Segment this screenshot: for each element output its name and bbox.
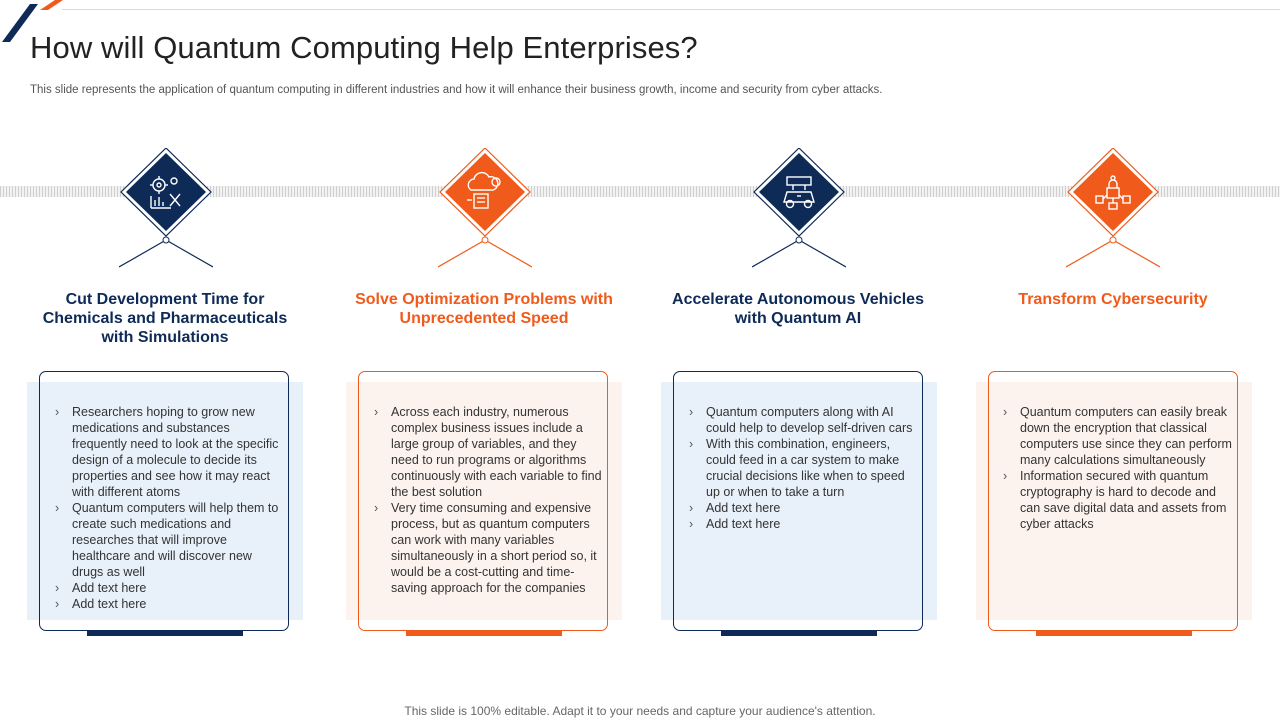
bullet-list: Quantum computers along with AI could he… bbox=[688, 404, 918, 532]
content-card bbox=[39, 371, 289, 631]
column-heading: Cut Development Time for Chemicals and P… bbox=[42, 291, 288, 346]
cyber-security-lock-icon bbox=[1066, 148, 1160, 268]
content-card bbox=[673, 371, 923, 631]
decorative-band bbox=[0, 186, 1280, 197]
bullet-list: Quantum computers can easily break down … bbox=[1002, 404, 1232, 532]
card-accent-bar bbox=[406, 631, 562, 636]
bullet-item: Add text here bbox=[54, 580, 284, 596]
autonomous-vehicle-icon bbox=[752, 148, 846, 268]
bullet-item: Quantum computers can easily break down … bbox=[1002, 404, 1232, 468]
gear-chart-tools-icon bbox=[119, 148, 213, 268]
bullet-item: Add text here bbox=[688, 500, 918, 516]
bullet-item: Quantum computers along with AI could he… bbox=[688, 404, 918, 436]
content-card bbox=[988, 371, 1238, 631]
corner-logo-stripes bbox=[2, 0, 63, 42]
card-accent-bar bbox=[87, 631, 243, 636]
bullet-item: Add text here bbox=[688, 516, 918, 532]
column-heading: Solve Optimization Problems with Unprece… bbox=[355, 291, 613, 327]
bullet-item: Information secured with quantum cryptog… bbox=[1002, 468, 1232, 532]
content-card bbox=[358, 371, 608, 631]
footer-note: This slide is 100% editable. Adapt it to… bbox=[404, 704, 876, 718]
card-accent-bar bbox=[1036, 631, 1192, 636]
card-accent-bar bbox=[721, 631, 877, 636]
bullet-item: Across each industry, numerous complex b… bbox=[373, 404, 603, 500]
bullet-item: With this combination, engineers, could … bbox=[688, 436, 918, 500]
page-title: How will Quantum Computing Help Enterpri… bbox=[30, 30, 698, 65]
page-subtitle: This slide represents the application of… bbox=[30, 84, 883, 96]
column-heading: Accelerate Autonomous Vehicles with Quan… bbox=[672, 291, 924, 327]
bullet-item: Add text here bbox=[54, 596, 284, 612]
bullet-list: Researchers hoping to grow new medicatio… bbox=[54, 404, 284, 612]
top-divider bbox=[62, 9, 1280, 10]
bullet-item: Very time consuming and expensive proces… bbox=[373, 500, 603, 596]
column-heading: Transform Cybersecurity bbox=[1018, 291, 1208, 308]
bullet-item: Researchers hoping to grow new medicatio… bbox=[54, 404, 284, 500]
cloud-gear-document-icon bbox=[438, 148, 532, 268]
bullet-item: Quantum computers will help them to crea… bbox=[54, 500, 284, 580]
bullet-list: Across each industry, numerous complex b… bbox=[373, 404, 603, 596]
